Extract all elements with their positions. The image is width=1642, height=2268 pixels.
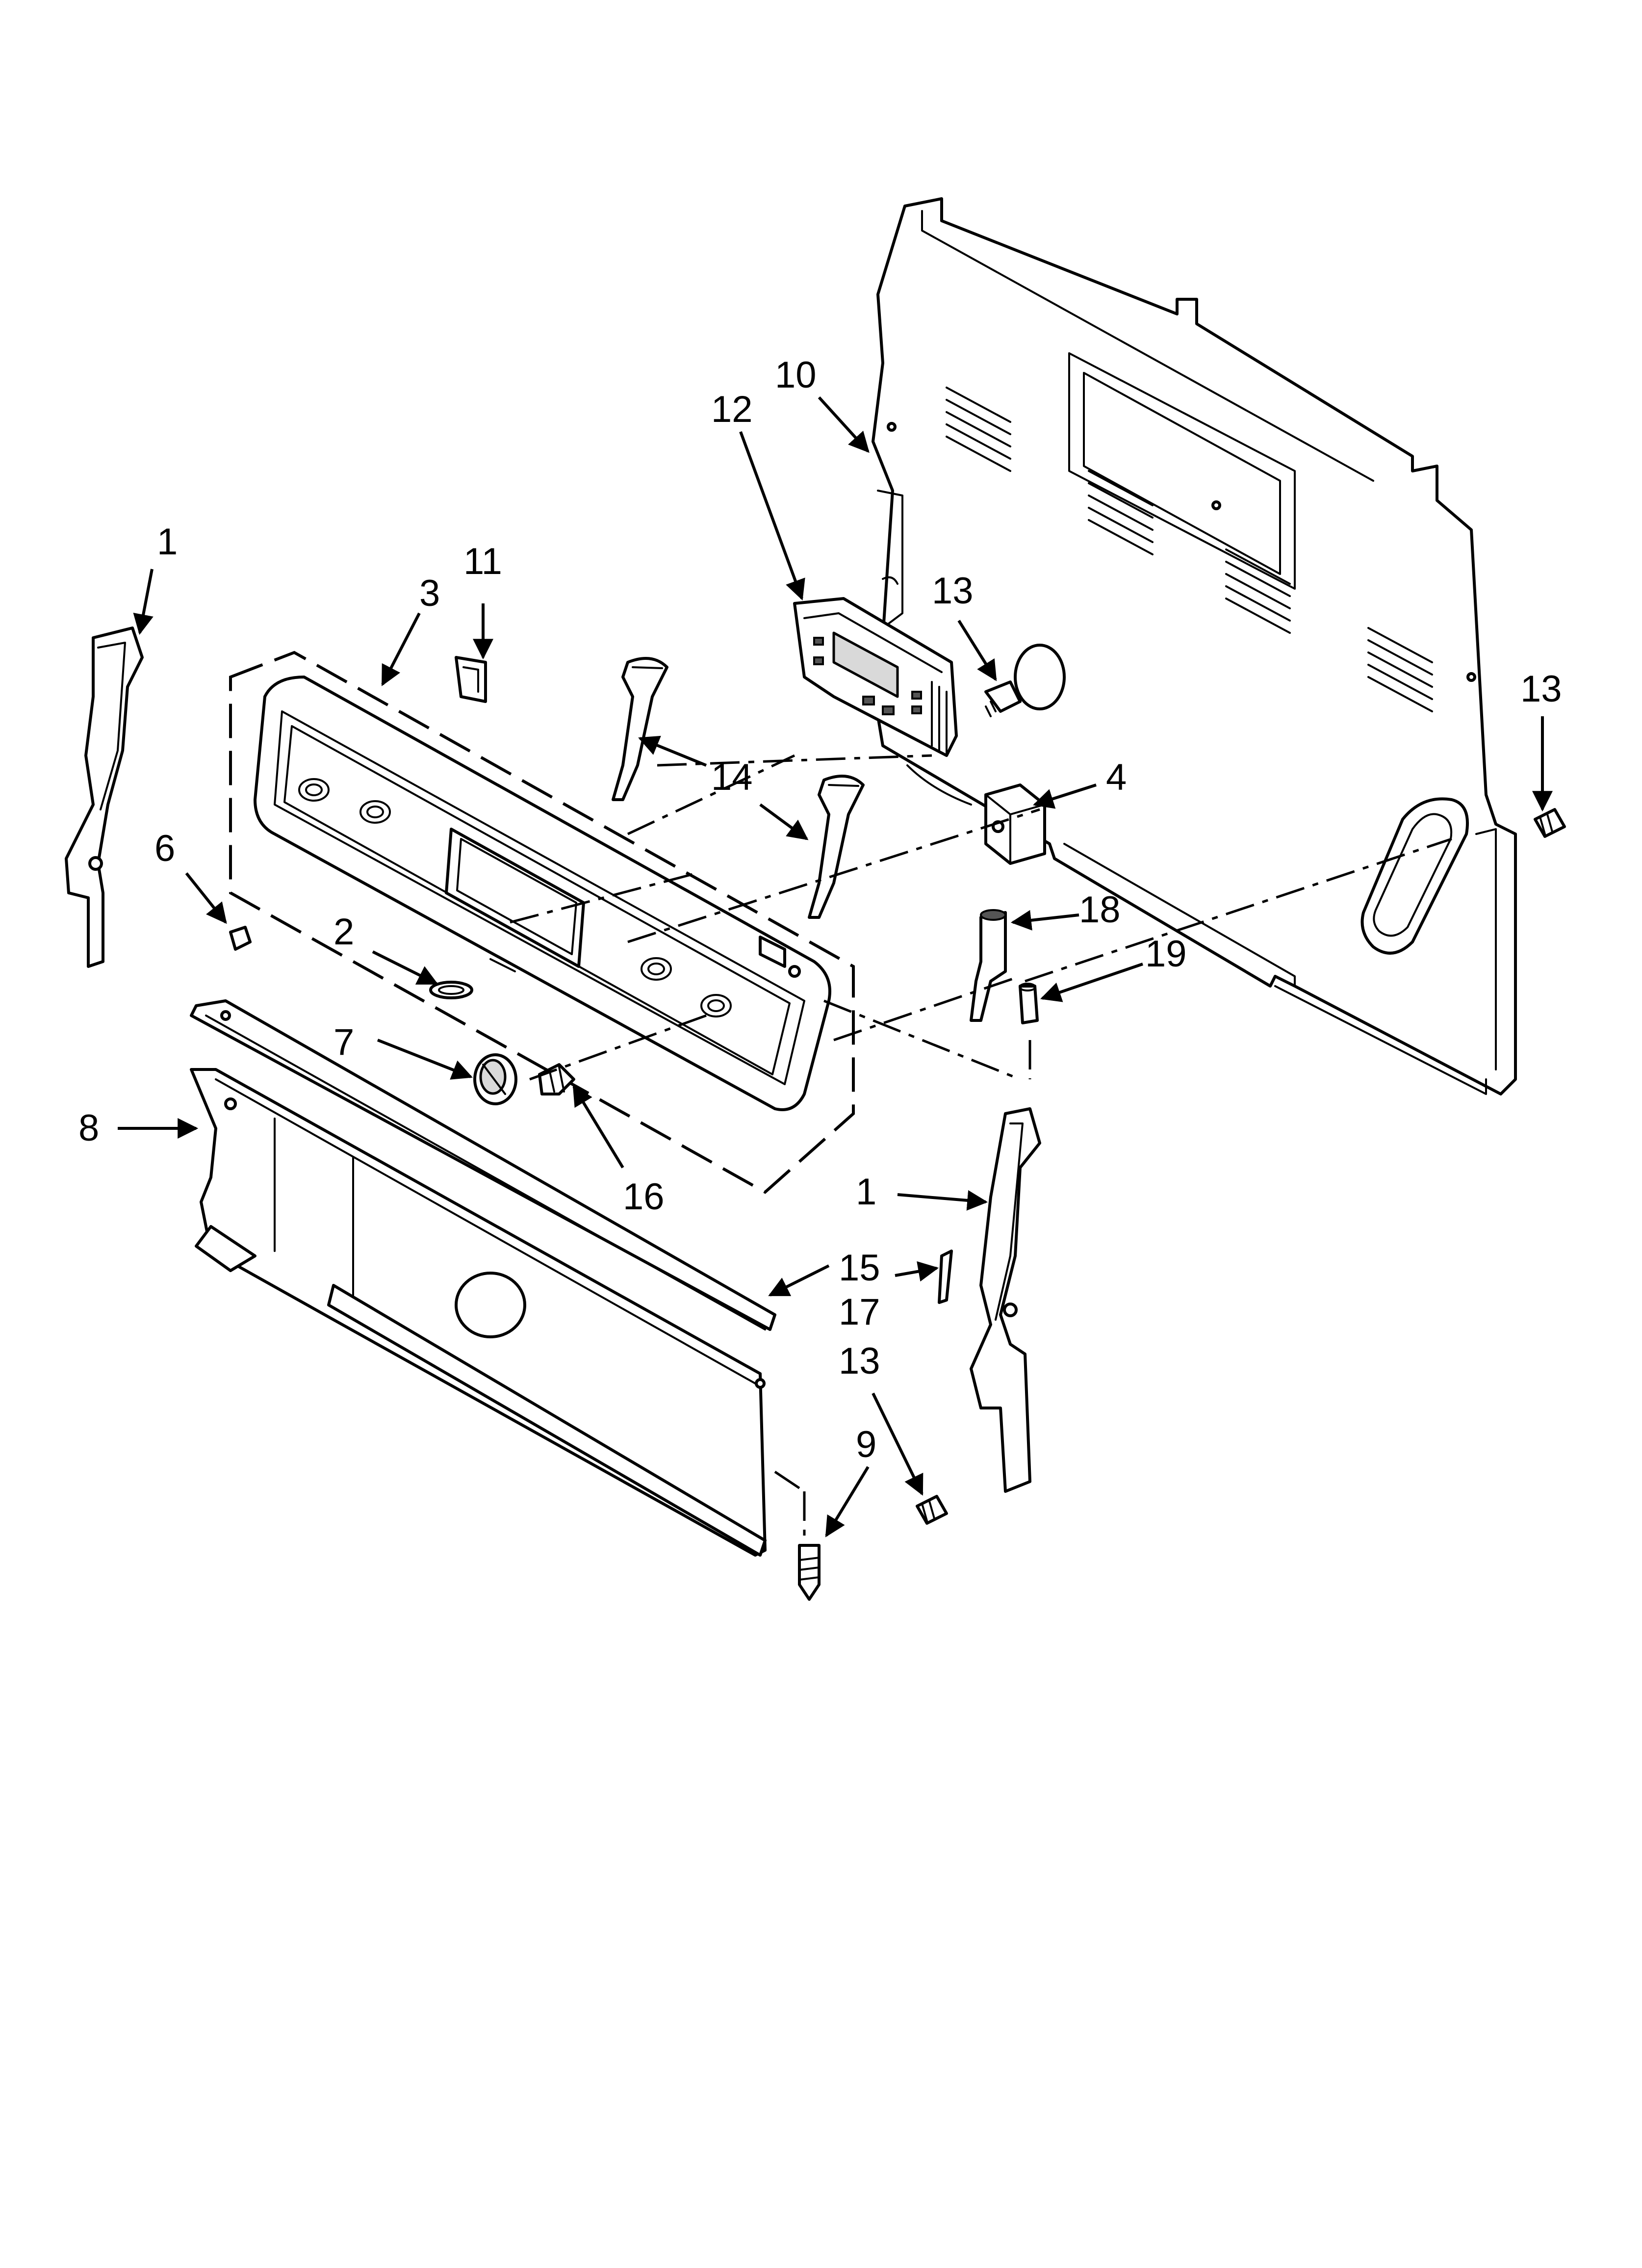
callout-12: 12 bbox=[711, 389, 753, 430]
callout-8: 8 bbox=[78, 1107, 99, 1149]
rear-panel bbox=[872, 197, 1517, 1095]
screw-6 bbox=[229, 926, 252, 951]
callout-9: 9 bbox=[856, 1424, 876, 1465]
screw-9 bbox=[798, 1544, 821, 1601]
callout-13-panel: 13 bbox=[1520, 668, 1562, 710]
end-cap-left bbox=[612, 657, 668, 801]
callout-1-right: 1 bbox=[856, 1171, 876, 1213]
callout-10: 10 bbox=[775, 354, 817, 396]
control-knob bbox=[473, 1053, 517, 1105]
callout-15: 15 bbox=[839, 1247, 880, 1289]
callout-13-board: 13 bbox=[932, 570, 974, 612]
screw-13-trim bbox=[916, 1495, 948, 1525]
socket-bulb bbox=[1019, 983, 1039, 1024]
bracket-clip bbox=[455, 656, 487, 703]
manifold-panel bbox=[190, 1068, 767, 1557]
callout-2: 2 bbox=[334, 911, 354, 953]
side-trim-left bbox=[65, 626, 144, 968]
assembly-lines bbox=[510, 754, 1452, 1540]
callout-13-trim: 13 bbox=[839, 1340, 880, 1382]
badge bbox=[429, 981, 473, 999]
callout-18: 18 bbox=[1079, 889, 1121, 931]
manifold-channel bbox=[190, 999, 776, 1331]
electronic-control-board bbox=[793, 597, 958, 757]
side-trim-right bbox=[970, 1107, 1041, 1493]
callout-14: 14 bbox=[711, 756, 753, 798]
callout-16: 16 bbox=[623, 1176, 665, 1218]
callouts: 1 1 2 3 4 6 7 8 9 10 11 12 13 13 13 14 1… bbox=[78, 354, 1562, 1465]
callout-7: 7 bbox=[334, 1021, 354, 1063]
console-panel bbox=[254, 676, 831, 1111]
callout-17: 17 bbox=[839, 1291, 880, 1333]
leader-lines bbox=[118, 396, 1553, 1538]
lamp-socket bbox=[970, 909, 1007, 1022]
console-group-outline bbox=[229, 651, 855, 1194]
callout-19: 19 bbox=[1145, 933, 1187, 975]
screw-13-panel bbox=[1534, 808, 1566, 838]
callout-3: 3 bbox=[419, 573, 440, 614]
switch bbox=[906, 764, 1046, 865]
callout-1-left: 1 bbox=[157, 521, 178, 563]
grommet bbox=[1014, 644, 1066, 710]
callout-4: 4 bbox=[1106, 756, 1127, 798]
screw-13-board bbox=[984, 680, 1022, 717]
callout-11: 11 bbox=[463, 541, 502, 582]
callout-6: 6 bbox=[154, 828, 175, 869]
clip-17 bbox=[938, 1250, 953, 1304]
end-cap-right bbox=[808, 775, 865, 919]
